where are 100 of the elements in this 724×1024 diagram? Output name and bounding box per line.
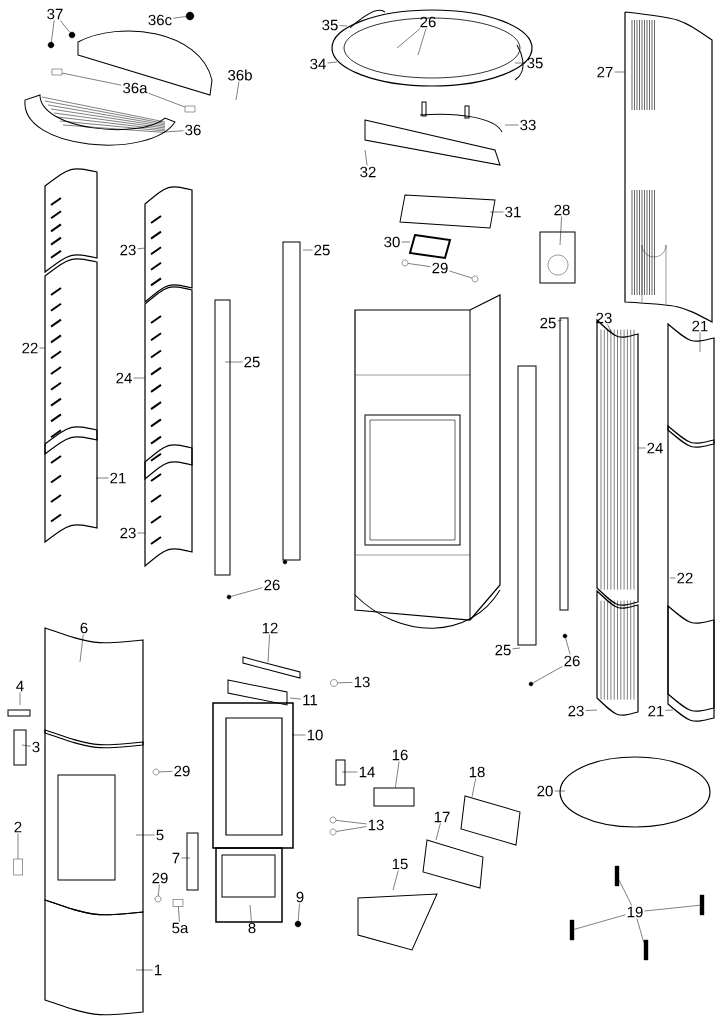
leader-line [21,744,31,747]
callout-number: 25 [244,356,260,368]
callout-number: 21 [648,705,664,717]
callout-number: 10 [307,729,323,741]
callout-number: 13 [368,819,384,831]
callout-number: 29 [152,872,168,884]
leader-line [95,477,109,479]
leader-line [407,263,431,267]
leader-line [137,247,146,250]
leader-line [39,347,46,349]
leader-line [135,969,153,971]
leader-line [51,20,55,43]
leader-line [364,149,368,166]
leader-line [60,20,71,33]
leader-line [298,903,300,922]
leader-line [471,778,476,798]
leader-line [557,319,563,322]
bolt [699,894,705,916]
leader-line [235,81,240,101]
callout-number: 36b [228,69,252,81]
callout-number: 28 [554,204,570,216]
callout-number: 36c [148,14,172,26]
callout-number: 29 [174,765,190,777]
leader-line [392,870,399,891]
small-part [294,920,302,928]
leader-line [224,361,243,363]
leader-line [565,637,571,655]
callout-number: 26 [264,579,280,591]
callout-number: 32 [360,166,376,178]
leader-line [133,377,146,379]
callout-number: 6 [80,622,88,634]
callout-number: 5 [156,829,164,841]
callout-number: 27 [597,66,613,78]
callout-number: 34 [310,58,326,70]
small-part [154,895,162,903]
leader-line [341,771,358,773]
leader-line [607,324,613,334]
callout-number: 35 [527,57,543,69]
leader-line [665,709,674,711]
leader-line [158,884,160,897]
leader-line [148,93,186,108]
callout-number: 13 [354,676,370,688]
leader-line [554,790,566,792]
leader-line [644,905,701,912]
small-part [172,899,184,907]
small-part [329,816,337,824]
callout-number: 33 [520,119,536,131]
small-part [562,633,568,639]
leader-line [489,211,504,213]
leader-line [327,61,338,64]
callout-number: 26 [420,16,436,28]
callout-number: 23 [568,705,584,717]
leader-line [637,447,646,449]
leader-line [164,130,184,133]
callout-number: 21 [110,472,126,484]
callout-number: 22 [677,572,693,584]
callout-number: 23 [596,312,612,324]
small-part [184,105,196,113]
callout-number: 25 [540,317,556,329]
leader-line [79,634,84,663]
callout-number: 1 [154,964,162,976]
callout-number: 36 [185,124,201,136]
small-part [226,594,232,600]
callout-number: 12 [262,622,278,634]
leader-line [449,270,473,279]
leader-line [267,634,270,663]
callout-number: 31 [505,206,521,218]
leader-line [178,906,180,922]
leader-line [512,647,521,650]
callout-number: 2 [14,821,22,833]
callout-number: 24 [647,442,663,454]
leader-line [585,709,598,711]
callout-number: 17 [434,811,450,823]
callout-number: 29 [432,262,448,274]
callout-number: 19 [627,906,643,918]
callout-number: 9 [296,891,304,903]
callout-number: 15 [392,858,408,870]
callout-number: 26 [564,655,580,667]
leader-line [289,697,302,700]
leader-line [636,918,645,943]
leader-line [17,833,19,860]
leader-line [396,28,421,49]
small-part [51,68,63,76]
small-part [373,787,415,807]
leader-line [337,682,353,684]
leader-line [173,16,187,19]
leader-line [618,880,632,906]
leader-line [339,25,348,27]
leader-line [61,72,122,86]
leader-line [401,241,411,243]
callout-number: 20 [537,785,553,797]
small-part [528,681,534,687]
bolt [614,865,620,887]
callout-number: 37 [47,8,63,20]
leader-line [669,577,676,579]
small-part [471,275,479,283]
leader-line [504,124,519,126]
small-part [329,828,337,836]
callout-number: 11 [303,694,318,706]
callout-number: 30 [384,236,400,248]
